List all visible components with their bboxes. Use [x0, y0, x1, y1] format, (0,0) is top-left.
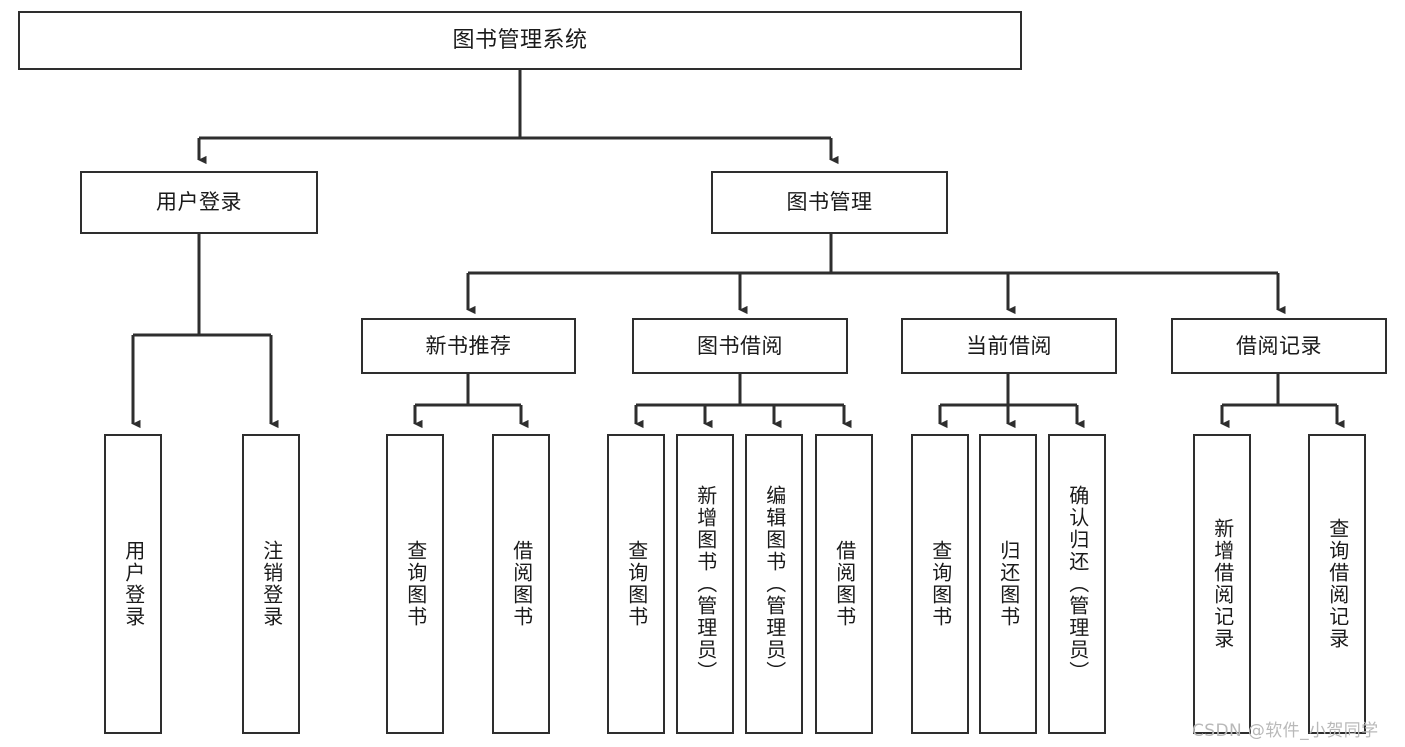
node-leaf-confirm-return-label: 确认归还（管理员） — [1065, 485, 1090, 683]
node-book-manage[interactable]: 图书管理 — [711, 171, 948, 234]
node-leaf-query-book-3-label: 查询图书 — [928, 540, 953, 628]
node-book-borrow-label: 图书借阅 — [697, 333, 783, 358]
node-leaf-query-book-2-label: 查询图书 — [624, 540, 649, 628]
node-leaf-borrow-book-2-label: 借阅图书 — [832, 540, 857, 628]
node-leaf-user-login-label: 用户登录 — [121, 540, 146, 628]
node-leaf-borrow-book-1[interactable]: 借阅图书 — [492, 434, 550, 734]
node-leaf-query-book-3[interactable]: 查询图书 — [911, 434, 969, 734]
node-leaf-user-login[interactable]: 用户登录 — [104, 434, 162, 734]
node-borrow-record[interactable]: 借阅记录 — [1171, 318, 1387, 374]
node-leaf-add-record-label: 新增借阅记录 — [1210, 518, 1235, 650]
node-borrow-record-label: 借阅记录 — [1236, 333, 1322, 358]
node-leaf-query-book-1-label: 查询图书 — [403, 540, 428, 628]
node-leaf-logout[interactable]: 注销登录 — [242, 434, 300, 734]
node-new-book-rec[interactable]: 新书推荐 — [361, 318, 576, 374]
node-leaf-return-book[interactable]: 归还图书 — [979, 434, 1037, 734]
node-leaf-query-record[interactable]: 查询借阅记录 — [1308, 434, 1366, 734]
node-leaf-query-book-2[interactable]: 查询图书 — [607, 434, 665, 734]
node-new-book-rec-label: 新书推荐 — [425, 333, 512, 358]
node-root[interactable]: 图书管理系统 — [18, 11, 1022, 70]
node-book-borrow[interactable]: 图书借阅 — [632, 318, 848, 374]
node-current-borrow[interactable]: 当前借阅 — [901, 318, 1117, 374]
node-user-login[interactable]: 用户登录 — [80, 171, 318, 234]
node-leaf-edit-book[interactable]: 编辑图书（管理员） — [745, 434, 803, 734]
node-leaf-add-book[interactable]: 新增图书（管理员） — [676, 434, 734, 734]
node-root-label: 图书管理系统 — [452, 27, 588, 53]
node-current-borrow-label: 当前借阅 — [966, 333, 1052, 358]
node-leaf-borrow-book-2[interactable]: 借阅图书 — [815, 434, 873, 734]
node-leaf-return-book-label: 归还图书 — [996, 540, 1021, 628]
node-leaf-query-record-label: 查询借阅记录 — [1325, 518, 1350, 650]
node-book-manage-label: 图书管理 — [786, 190, 873, 215]
node-leaf-confirm-return[interactable]: 确认归还（管理员） — [1048, 434, 1106, 734]
node-leaf-logout-label: 注销登录 — [259, 540, 284, 628]
node-leaf-add-record[interactable]: 新增借阅记录 — [1193, 434, 1251, 734]
node-user-login-label: 用户登录 — [156, 190, 242, 215]
node-leaf-borrow-book-1-label: 借阅图书 — [509, 540, 534, 628]
node-leaf-query-book-1[interactable]: 查询图书 — [386, 434, 444, 734]
node-leaf-edit-book-label: 编辑图书（管理员） — [762, 485, 787, 683]
node-leaf-add-book-label: 新增图书（管理员） — [693, 485, 718, 683]
